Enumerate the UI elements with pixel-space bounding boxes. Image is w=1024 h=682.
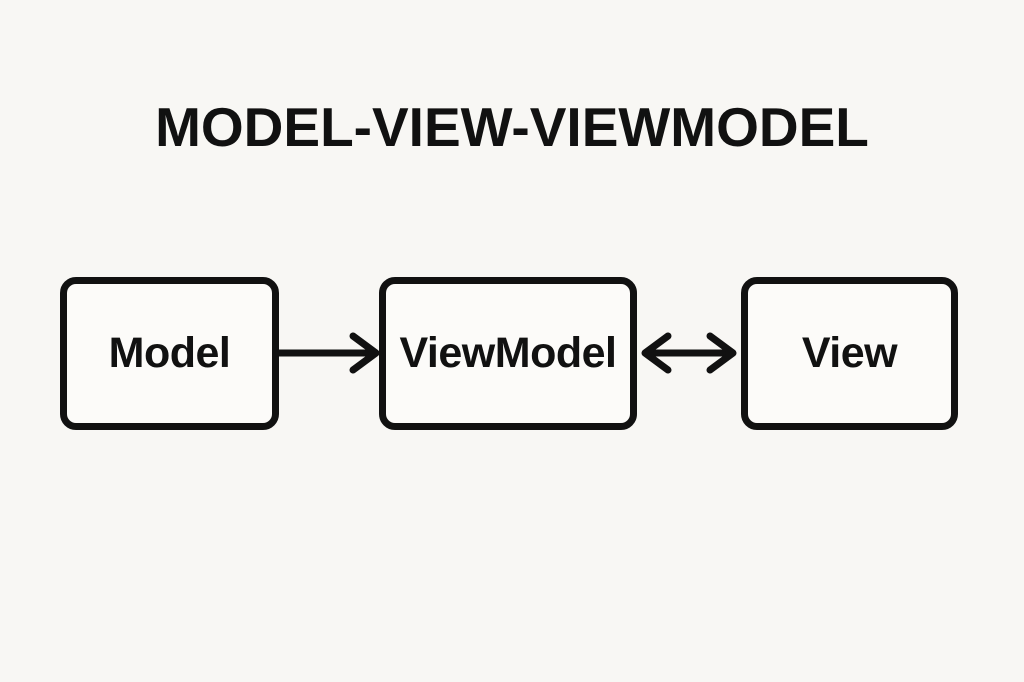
node-model: Model: [60, 277, 279, 430]
node-view: View: [741, 277, 958, 430]
node-model-label: Model: [108, 329, 231, 377]
arrow-viewmodel-view-bidirectional-icon: [641, 332, 737, 374]
node-viewmodel-label: ViewModel: [399, 329, 617, 377]
node-view-label: View: [801, 329, 898, 377]
node-viewmodel: ViewModel: [379, 277, 637, 430]
diagram-title: MODEL-VIEW-VIEWMODEL: [155, 96, 869, 158]
arrow-model-to-viewmodel-icon: [274, 332, 380, 374]
